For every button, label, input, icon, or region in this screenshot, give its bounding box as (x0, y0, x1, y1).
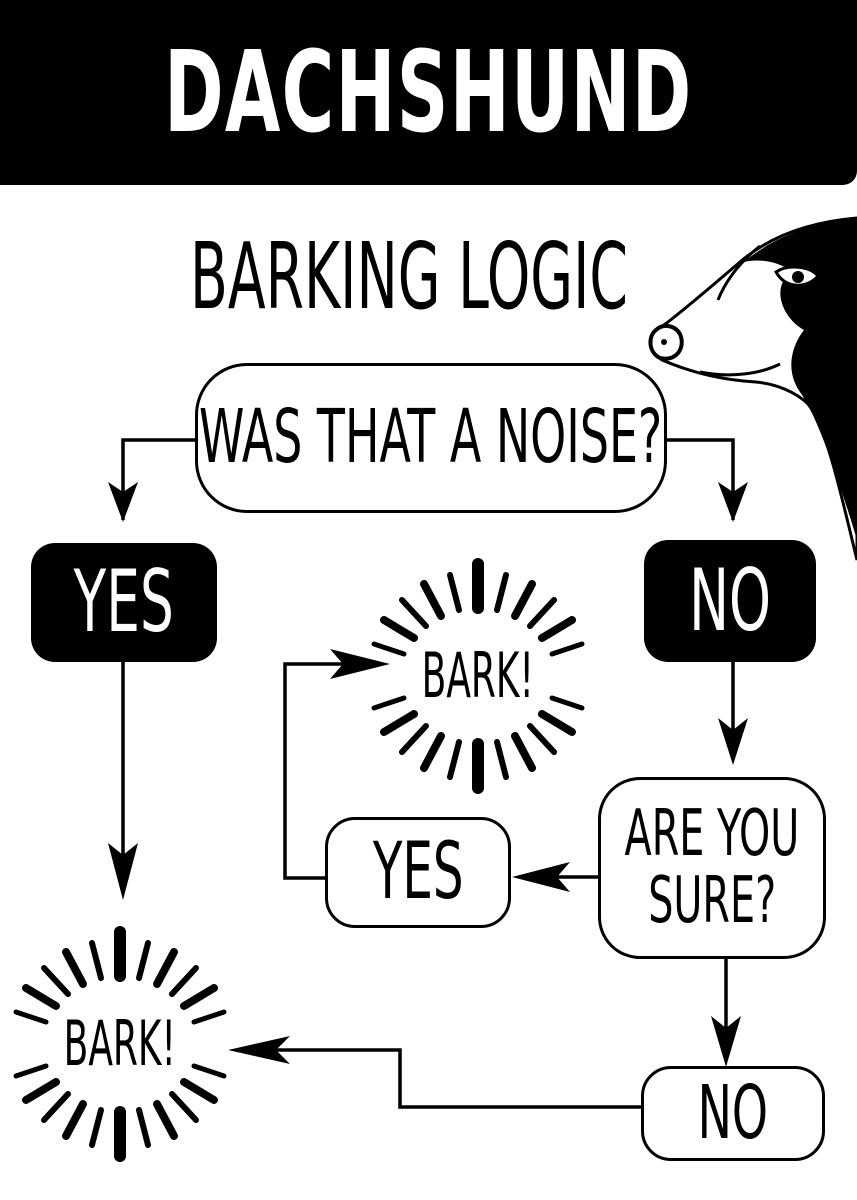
node-bark-top: BARK! (421, 639, 535, 713)
node-are-you-sure: ARE YOU SURE? (598, 777, 826, 959)
node-bark-bottom: BARK! (63, 1007, 177, 1081)
node-no-2: NO (641, 1066, 825, 1161)
header-banner (0, 0, 857, 185)
page-title: DACHSHUND (164, 27, 693, 158)
dachshund-head-icon (648, 216, 857, 561)
node-yes-1: YES (31, 543, 217, 662)
node-yes-2: YES (325, 817, 511, 928)
node-was-that-a-noise: WAS THAT A NOISE? (195, 363, 667, 513)
node-no-1: NO (644, 540, 816, 662)
